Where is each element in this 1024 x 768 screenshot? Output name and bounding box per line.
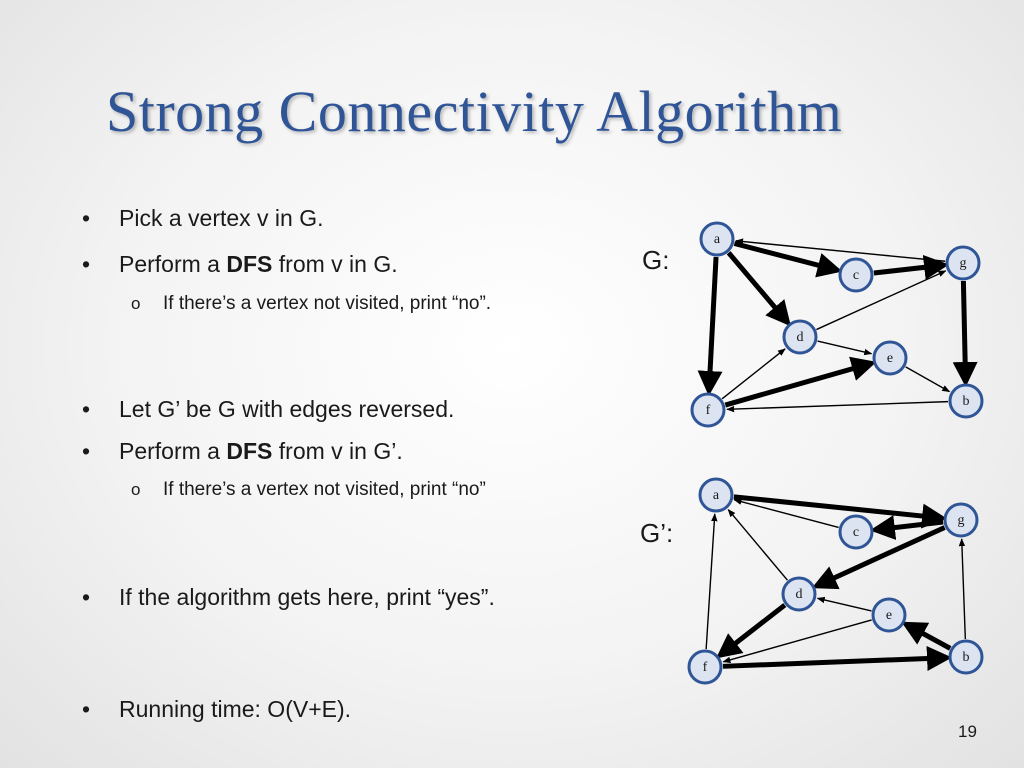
node-circle <box>698 477 734 513</box>
graph-g: a c g d e f b <box>690 221 984 428</box>
edge-a-g <box>733 494 948 529</box>
node-circle <box>781 576 817 612</box>
bullet-text-bold: DFS <box>226 251 273 277</box>
node-label: a <box>713 488 720 503</box>
edge-a-f <box>697 256 723 397</box>
node-f: f <box>687 649 723 685</box>
node-circle <box>871 597 907 633</box>
node-label: f <box>703 660 708 675</box>
node-circle <box>945 245 981 281</box>
node-label: c <box>853 525 859 540</box>
node-circle <box>782 319 818 355</box>
edge-f-b <box>722 646 953 671</box>
page-number: 19 <box>958 722 977 741</box>
slide-title: Strong Connectivity Algorithm <box>106 79 843 144</box>
edge-g-b <box>952 280 978 388</box>
node-circle <box>838 257 874 293</box>
bullet-symbol: • <box>82 696 91 722</box>
node-b: b <box>948 639 984 675</box>
bullet-symbol: • <box>82 584 91 610</box>
bullet-text: Perform a DFS from v in G. <box>119 250 398 278</box>
bullet-symbol: • <box>82 438 91 464</box>
edge-d-a <box>727 508 788 581</box>
node-a: a <box>698 477 734 513</box>
node-c: c <box>838 257 874 293</box>
node-e: e <box>871 597 907 633</box>
node-label: d <box>797 330 804 345</box>
edge-f-d <box>721 348 786 400</box>
bullet-text-bold: DFS <box>226 438 273 464</box>
sub-bullet-text: If there’s a vertex not visited, print “… <box>163 479 486 500</box>
node-g: g <box>945 245 981 281</box>
node-d: d <box>782 319 818 355</box>
bullet-symbol: • <box>82 251 91 277</box>
edge-a-c <box>733 241 843 278</box>
edge-b-f <box>726 400 949 413</box>
bullet-text-pre: Perform a <box>119 251 227 277</box>
edge-f-a <box>705 513 718 650</box>
edge-a-d <box>726 251 791 327</box>
sub-bullet-text: If there’s a vertex not visited, print “… <box>163 293 492 314</box>
graph-g-label: G: <box>642 245 670 275</box>
bullet-text: Let G’ be G with edges reversed. <box>119 396 455 422</box>
node-c: c <box>838 514 874 550</box>
node-label: c <box>853 268 859 283</box>
node-f: f <box>690 392 726 428</box>
graph-g-prime-label: G’: <box>640 518 674 548</box>
edge-c-g <box>873 254 950 280</box>
node-label: g <box>960 256 967 271</box>
edge-d-e <box>817 340 873 356</box>
edge-g-d <box>811 525 946 590</box>
node-label: b <box>963 394 970 409</box>
bullet-text: Perform a DFS from v in G’. <box>119 437 403 465</box>
edge-d-f <box>716 603 787 659</box>
node-circle <box>699 221 735 257</box>
edge-e-d <box>816 596 872 612</box>
node-label: e <box>886 608 892 623</box>
node-g: g <box>943 502 979 538</box>
edge-c-a <box>733 498 839 529</box>
edge-e-b <box>905 366 951 393</box>
node-a: a <box>699 221 735 257</box>
node-label: g <box>958 513 965 528</box>
sub-bullet-symbol: o <box>131 480 141 499</box>
bullet-text-post: from v in G’. <box>272 438 403 464</box>
edge-d-g <box>816 270 947 331</box>
bullet-symbol: • <box>82 205 91 231</box>
edge-f-e <box>724 356 877 408</box>
node-label: a <box>714 232 721 247</box>
bullet-text: If the algorithm gets here, print “yes”. <box>119 584 495 610</box>
sub-bullet-symbol: o <box>131 294 141 313</box>
node-circle <box>690 392 726 428</box>
node-circle <box>838 514 874 550</box>
bullet-text: Running time: O(V+E). <box>119 696 352 722</box>
edge-b-g <box>958 538 967 640</box>
edge-b-e <box>901 621 952 651</box>
node-label: f <box>706 403 711 418</box>
node-label: d <box>796 587 803 602</box>
bullet-text-post: from v in G. <box>272 251 398 277</box>
node-circle <box>872 340 908 376</box>
edge-g-c <box>869 515 944 540</box>
node-circle <box>948 639 984 675</box>
node-label: e <box>887 351 893 366</box>
bullet-symbol: • <box>82 396 91 422</box>
bullet-text: Pick a vertex v in G. <box>119 205 324 231</box>
node-circle <box>948 383 984 419</box>
bullet-text-pre: Perform a <box>119 438 227 464</box>
node-circle <box>687 649 723 685</box>
node-e: e <box>872 340 908 376</box>
node-d: d <box>781 576 817 612</box>
node-b: b <box>948 383 984 419</box>
edge-e-f <box>722 619 872 663</box>
edge-g-a <box>735 238 946 262</box>
node-label: b <box>963 650 970 665</box>
node-circle <box>943 502 979 538</box>
graph-g-prime: a c g d e f b <box>687 477 984 685</box>
